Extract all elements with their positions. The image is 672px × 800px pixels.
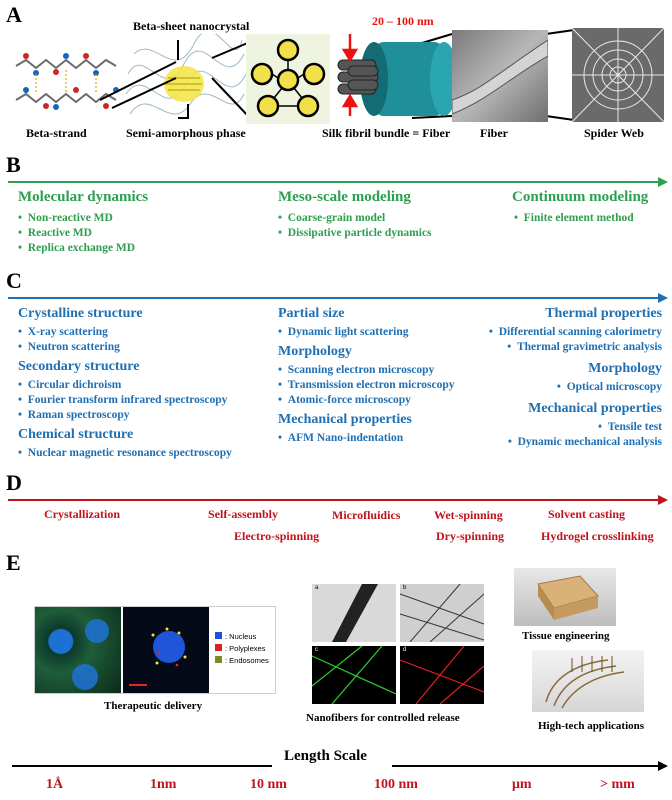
- chemical-title: Chemical structure: [18, 427, 134, 442]
- optical-morphology-title: Morphology: [588, 361, 662, 376]
- panel-d-letter: D: [6, 470, 22, 495]
- fibril-bundle-image: [337, 34, 458, 116]
- nanocrystal-network-image: [246, 34, 330, 124]
- legend: : Nucleus : Polyplexes : Endosomes: [215, 631, 269, 667]
- md-column: Molecular dynamics Non-reactive MD React…: [18, 189, 148, 256]
- crystalline-item: Neutron scattering: [18, 340, 232, 355]
- legend-endosomes: : Endosomes: [215, 655, 269, 667]
- morphology-item: Atomic-force microscopy: [278, 393, 455, 408]
- meso-item: Dissipative particle dynamics: [278, 226, 432, 241]
- method-solvent-casting: Solvent casting: [548, 507, 626, 521]
- nanofiber-image-grid: a b c d: [312, 584, 484, 706]
- mechanical-right-title: Mechanical properties: [528, 401, 662, 416]
- length-scale-title: Length Scale: [284, 748, 367, 764]
- md-item: Replica exchange MD: [18, 241, 148, 256]
- tick-micrometer: μm: [512, 777, 532, 792]
- panel-a-letter: A: [6, 2, 22, 27]
- legend-nucleus: : Nucleus: [215, 631, 269, 643]
- mechanical-title: Mechanical properties: [278, 412, 412, 427]
- nanofiber-caption: Nanofibers for controlled release: [306, 712, 460, 724]
- partial-size-item: Dynamic light scattering: [278, 325, 455, 340]
- semi-amorphous-image: [125, 34, 247, 115]
- tick-100-nm: 100 nm: [374, 777, 418, 792]
- optical-morphology-item: Optical microscopy: [489, 380, 662, 395]
- morphology-item: Scanning electron microscopy: [278, 363, 455, 378]
- method-microfluidics: Microfluidics: [332, 508, 401, 522]
- crystalline-title: Crystalline structure: [18, 306, 143, 321]
- panel-a-connectors: [99, 29, 575, 121]
- crystalline-item: X-ray scattering: [18, 325, 232, 340]
- length-scale-arrow: [12, 761, 668, 771]
- tick-1-nm: 1nm: [150, 777, 177, 792]
- continuum-item: Finite element method: [514, 211, 648, 226]
- panel-b-arrow: [8, 177, 668, 187]
- size-label: 20 – 100 nm: [372, 14, 434, 28]
- panel-c-letter: C: [6, 268, 22, 293]
- beta-strand-label: Beta-strand: [26, 126, 87, 140]
- tick-millimeter: > mm: [600, 777, 635, 792]
- thermal-title: Thermal properties: [545, 306, 662, 321]
- method-dry-spinning: Dry-spinning: [436, 529, 505, 543]
- beta-strand-image: [15, 53, 119, 110]
- secondary-item: Circular dichroism: [18, 378, 232, 393]
- secondary-item: Raman spectroscopy: [18, 408, 232, 423]
- nucleus-swatch: [215, 632, 222, 639]
- panel-d-arrow: [8, 495, 668, 505]
- mechanical-right-item: Tensile test: [489, 420, 662, 435]
- method-wet-spinning: Wet-spinning: [434, 508, 503, 522]
- chemical-item: Nuclear magnetic resonance spectroscopy: [18, 446, 232, 461]
- md-title: Molecular dynamics: [18, 189, 149, 205]
- bundle-label: Silk fibril bundle = Fiber: [322, 126, 451, 140]
- panel-b-letter: B: [6, 152, 21, 177]
- method-electro-spinning: Electro-spinning: [234, 529, 320, 543]
- thermal-item: Thermal gravimetric analysis: [489, 340, 662, 355]
- method-hydrogel-crosslinking: Hydrogel crosslinking: [541, 529, 654, 543]
- panel-c-arrow: [8, 293, 668, 303]
- nanofiber-subpanel-c: c: [312, 646, 396, 704]
- web-label: Spider Web: [584, 126, 644, 140]
- nanofiber-subpanel-d: d: [400, 646, 484, 704]
- panel-e-letter: E: [6, 550, 21, 575]
- legend-polyplexes: : Polyplexes: [215, 643, 269, 655]
- secondary-item: Fourier transform infrared spectroscopy: [18, 393, 232, 408]
- thermal-item: Differential scanning calorimetry: [489, 325, 662, 340]
- tick-1-angstrom: 1Å: [46, 777, 64, 792]
- mechanical-item: AFM Nano-indentation: [278, 431, 455, 446]
- hightech-caption: High-tech applications: [538, 720, 645, 732]
- therapeutic-caption: Therapeutic delivery: [104, 700, 203, 712]
- md-item: Reactive MD: [18, 226, 148, 241]
- meso-column: Meso-scale modeling Coarse-grain model D…: [278, 189, 432, 241]
- method-self-assembly: Self-assembly: [208, 507, 278, 521]
- mechanical-right-item: Dynamic mechanical analysis: [489, 435, 662, 450]
- cells-fluorescence-right: [123, 607, 209, 693]
- continuum-column: Continuum modeling Finite element method: [512, 189, 648, 226]
- nanofiber-subpanel-a: a: [312, 584, 396, 642]
- secondary-title: Secondary structure: [18, 359, 140, 374]
- fiber-label: Fiber: [480, 126, 508, 140]
- continuum-title: Continuum modeling: [512, 189, 649, 205]
- semi-amorphous-label: Semi-amorphous phase: [126, 126, 246, 140]
- morphology-item: Transmission electron microscopy: [278, 378, 455, 393]
- method-crystallization: Crystallization: [44, 507, 120, 521]
- therapeutic-image: : Nucleus : Polyplexes : Endosomes: [34, 606, 276, 694]
- tick-10-nm: 10 nm: [250, 777, 287, 792]
- morphology-title: Morphology: [278, 344, 352, 359]
- characterization-middle: Partial size Dynamic light scattering Mo…: [278, 306, 455, 446]
- polyplexes-swatch: [215, 644, 222, 651]
- tissue-scaffold-image: [514, 568, 616, 626]
- spider-web-image: [572, 28, 664, 122]
- md-item: Non-reactive MD: [18, 211, 148, 226]
- beta-sheet-label: Beta-sheet nanocrystal: [133, 19, 250, 33]
- tissue-caption: Tissue engineering: [522, 630, 610, 642]
- partial-size-title: Partial size: [278, 306, 345, 321]
- endosomes-swatch: [215, 656, 222, 663]
- characterization-right: Thermal properties Differential scanning…: [489, 306, 662, 450]
- hightech-device-image: [532, 650, 644, 712]
- meso-title: Meso-scale modeling: [278, 189, 411, 205]
- nanofiber-subpanel-b: b: [400, 584, 484, 642]
- cells-fluorescence-left: [35, 607, 121, 693]
- fiber-sem-image: [452, 30, 548, 122]
- characterization-left: Crystalline structure X-ray scattering N…: [18, 306, 232, 461]
- meso-item: Coarse-grain model: [278, 211, 432, 226]
